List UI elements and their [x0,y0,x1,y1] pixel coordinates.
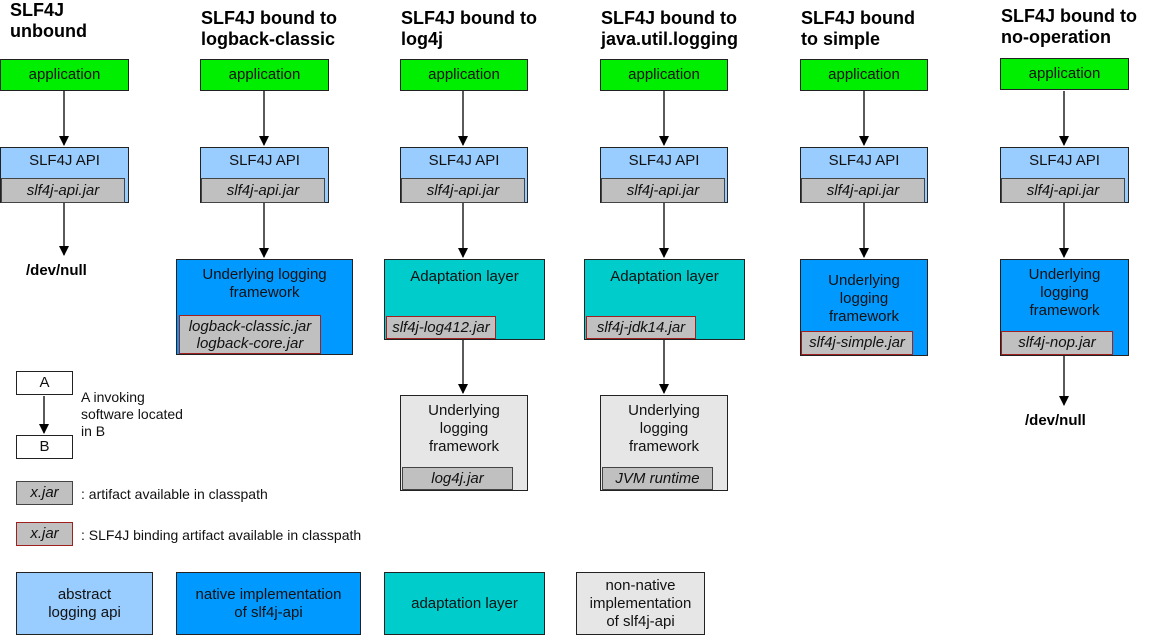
legend-swatch-non-native: non-native implementation of slf4j-api [576,572,705,635]
framework-jar: log4j.jar [402,467,513,490]
column-title: SLF4J bound to log4j [401,8,537,49]
column-title: SLF4J unbound [10,0,87,41]
application-box: application [800,59,928,91]
application-box: application [1000,58,1129,90]
legend-artifact-text: : artifact available in classpath [81,486,268,502]
slf4j-api-box: SLF4J API slf4j-api.jar [600,147,728,203]
api-label: SLF4J API [828,152,900,169]
api-label: SLF4J API [628,152,700,169]
column-title: SLF4J bound to no-operation [1001,6,1137,47]
adaptation-layer-box: Adaptation layer slf4j-jdk14.jar [584,259,745,340]
application-box: application [400,59,528,91]
application-box: application [200,59,329,91]
binding-jar: slf4j-nop.jar [1001,331,1113,355]
adaptation-label: Adaptation layer [610,268,719,285]
slf4j-api-box: SLF4J API slf4j-api.jar [0,147,129,203]
legend-swatch-adaptation: adaptation layer [384,572,545,635]
binding-jar: slf4j-jdk14.jar [586,316,696,339]
api-jar: slf4j-api.jar [1,178,125,203]
legend-binding-jar: x.jar [16,522,73,546]
api-jar: slf4j-api.jar [201,178,325,203]
legend-invoke-text: A invoking software located in B [81,389,183,439]
dev-null-label: /dev/null [1025,412,1086,429]
column-title: SLF4J bound to simple [801,8,915,49]
adaptation-label: Adaptation layer [410,268,519,285]
framework-box-native: Underlying logging framework slf4j-simpl… [800,259,928,356]
binding-jar: slf4j-simple.jar [801,331,913,355]
api-jar: slf4j-api.jar [801,178,925,203]
column-title: SLF4J bound to logback-classic [201,8,337,49]
framework-box-non-native: Underlying logging framework log4j.jar [400,395,528,491]
api-label: SLF4J API [229,152,300,169]
api-jar: slf4j-api.jar [601,178,725,203]
adaptation-layer-box: Adaptation layer slf4j-log412.jar [384,259,545,340]
legend-swatch-native: native implementation of slf4j-api [176,572,361,635]
framework-label: Underlying logging framework [628,402,700,455]
slf4j-api-box: SLF4J API slf4j-api.jar [400,147,528,203]
application-box: application [0,59,129,91]
application-box: application [600,59,728,91]
legend-box-a: A [16,371,73,395]
framework-label: Underlying logging framework [428,402,500,455]
legend-box-b: B [16,435,73,459]
legend-binding-text: : SLF4J binding artifact available in cl… [81,527,362,543]
legend-swatch-abstract: abstract logging api [16,572,153,635]
framework-box-native: Underlying logging framework logback-cla… [176,259,353,355]
binding-jar: logback-classic.jar logback-core.jar [179,315,321,354]
api-label: SLF4J API [29,152,100,169]
legend-artifact-jar: x.jar [16,481,73,505]
api-jar: slf4j-api.jar [401,178,525,203]
framework-label: Underlying logging framework [1028,266,1101,319]
framework-label: Underlying logging framework [202,266,327,301]
framework-jar: JVM runtime [602,467,713,490]
api-jar: slf4j-api.jar [1001,178,1125,203]
framework-label: Underlying logging framework [828,272,900,325]
binding-jar: slf4j-log412.jar [386,316,496,339]
dev-null-label: /dev/null [26,262,87,279]
framework-box-non-native: Underlying logging framework JVM runtime [600,395,728,491]
slf4j-api-box: SLF4J API slf4j-api.jar [1000,147,1129,203]
framework-box-native: Underlying logging framework slf4j-nop.j… [1000,259,1129,356]
column-title: SLF4J bound to java.util.logging [601,8,739,49]
slf4j-api-box: SLF4J API slf4j-api.jar [800,147,928,203]
slf4j-api-box: SLF4J API slf4j-api.jar [200,147,329,203]
api-label: SLF4J API [1029,152,1100,169]
api-label: SLF4J API [428,152,500,169]
